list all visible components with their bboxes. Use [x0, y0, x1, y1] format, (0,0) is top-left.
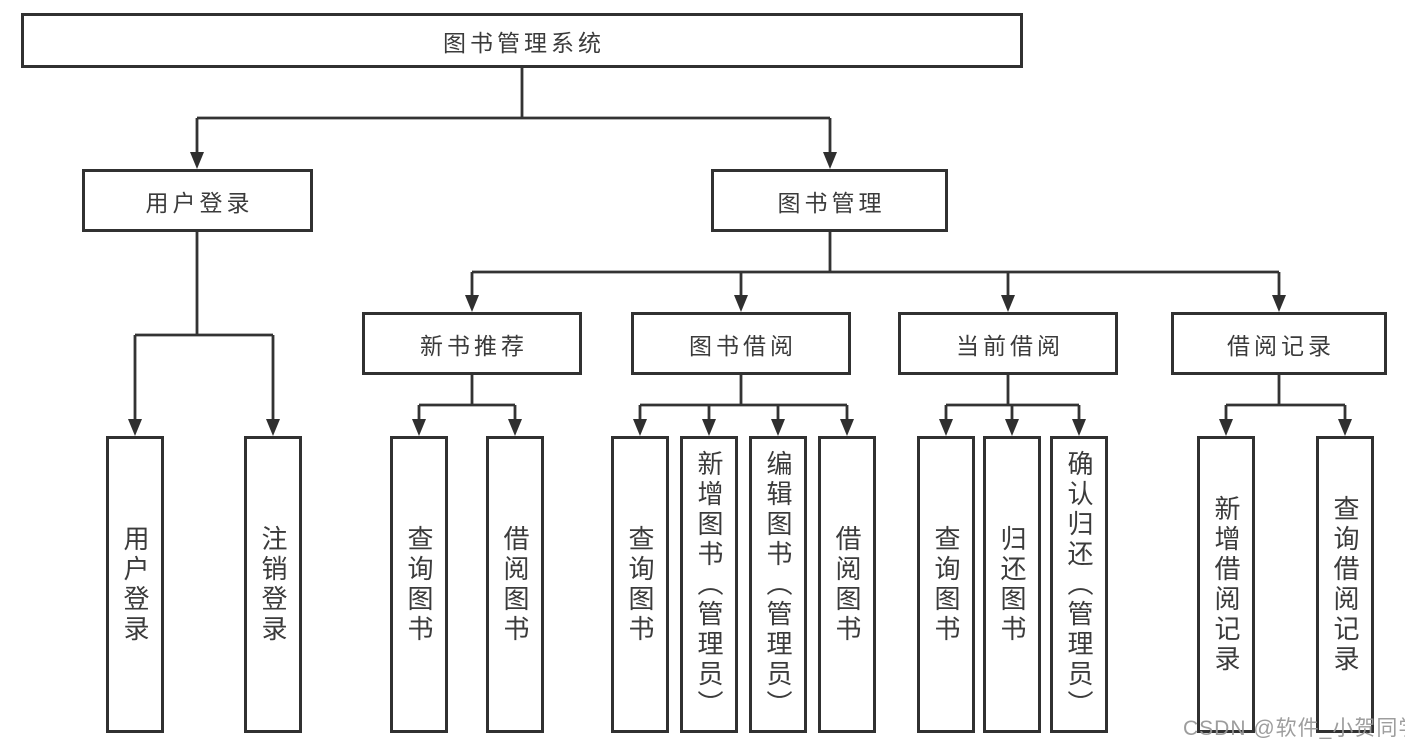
leaf-borrow-edit-books-admin: 编辑图书（管理员）: [749, 436, 807, 733]
leaf-label: 查询图书: [404, 524, 434, 645]
leaf-label: 编辑图书（管理员）: [763, 449, 793, 720]
leaf-user-login: 用户登录: [106, 436, 164, 733]
node-label: 用户登录: [145, 189, 254, 216]
node-book-management: 图书管理: [711, 169, 948, 232]
node-label: 新书推荐: [420, 332, 528, 359]
leaf-logout: 注销登录: [244, 436, 302, 733]
node-label: 当前借阅: [956, 332, 1064, 359]
leaf-label: 新增图书（管理员）: [694, 449, 724, 720]
leaf-label: 借阅图书: [832, 524, 862, 645]
leaf-label: 借阅图书: [500, 524, 530, 645]
leaf-label: 新增借阅记录: [1211, 494, 1241, 675]
leaf-borrow-query-books: 查询图书: [611, 436, 669, 733]
leaf-records-query-record: 查询借阅记录: [1316, 436, 1374, 733]
node-user-login: 用户登录: [82, 169, 313, 232]
node-label: 图书管理: [777, 189, 886, 216]
leaf-label: 注销登录: [258, 524, 288, 645]
leaf-recommend-borrow-books: 借阅图书: [486, 436, 544, 733]
leaf-current-return-books: 归还图书: [983, 436, 1041, 733]
node-current-borrowing: 当前借阅: [898, 312, 1118, 375]
leaf-label: 归还图书: [997, 524, 1027, 645]
leaf-label: 查询借阅记录: [1330, 494, 1360, 675]
leaf-records-add-record: 新增借阅记录: [1197, 436, 1255, 733]
leaf-label: 确认归还（管理员）: [1064, 449, 1094, 720]
watermark-text: CSDN @软件_小贺同学: [1183, 717, 1405, 740]
node-label: 图书管理系统: [443, 29, 605, 56]
node-new-book-recommend: 新书推荐: [362, 312, 582, 375]
leaf-current-query-books: 查询图书: [917, 436, 975, 733]
node-borrowing-records: 借阅记录: [1171, 312, 1387, 375]
leaf-label: 用户登录: [120, 524, 150, 645]
leaf-borrow-borrow-books: 借阅图书: [818, 436, 876, 733]
leaf-label: 查询图书: [931, 524, 961, 645]
node-root: 图书管理系统: [21, 13, 1023, 68]
leaf-recommend-query-books: 查询图书: [390, 436, 448, 733]
leaf-label: 查询图书: [625, 524, 655, 645]
node-label: 图书借阅: [689, 332, 797, 359]
arrowheads: [128, 152, 1352, 436]
node-book-borrowing: 图书借阅: [631, 312, 851, 375]
leaf-current-confirm-return-admin: 确认归还（管理员）: [1050, 436, 1108, 733]
node-label: 借阅记录: [1227, 332, 1335, 359]
leaf-borrow-add-books-admin: 新增图书（管理员）: [680, 436, 738, 733]
